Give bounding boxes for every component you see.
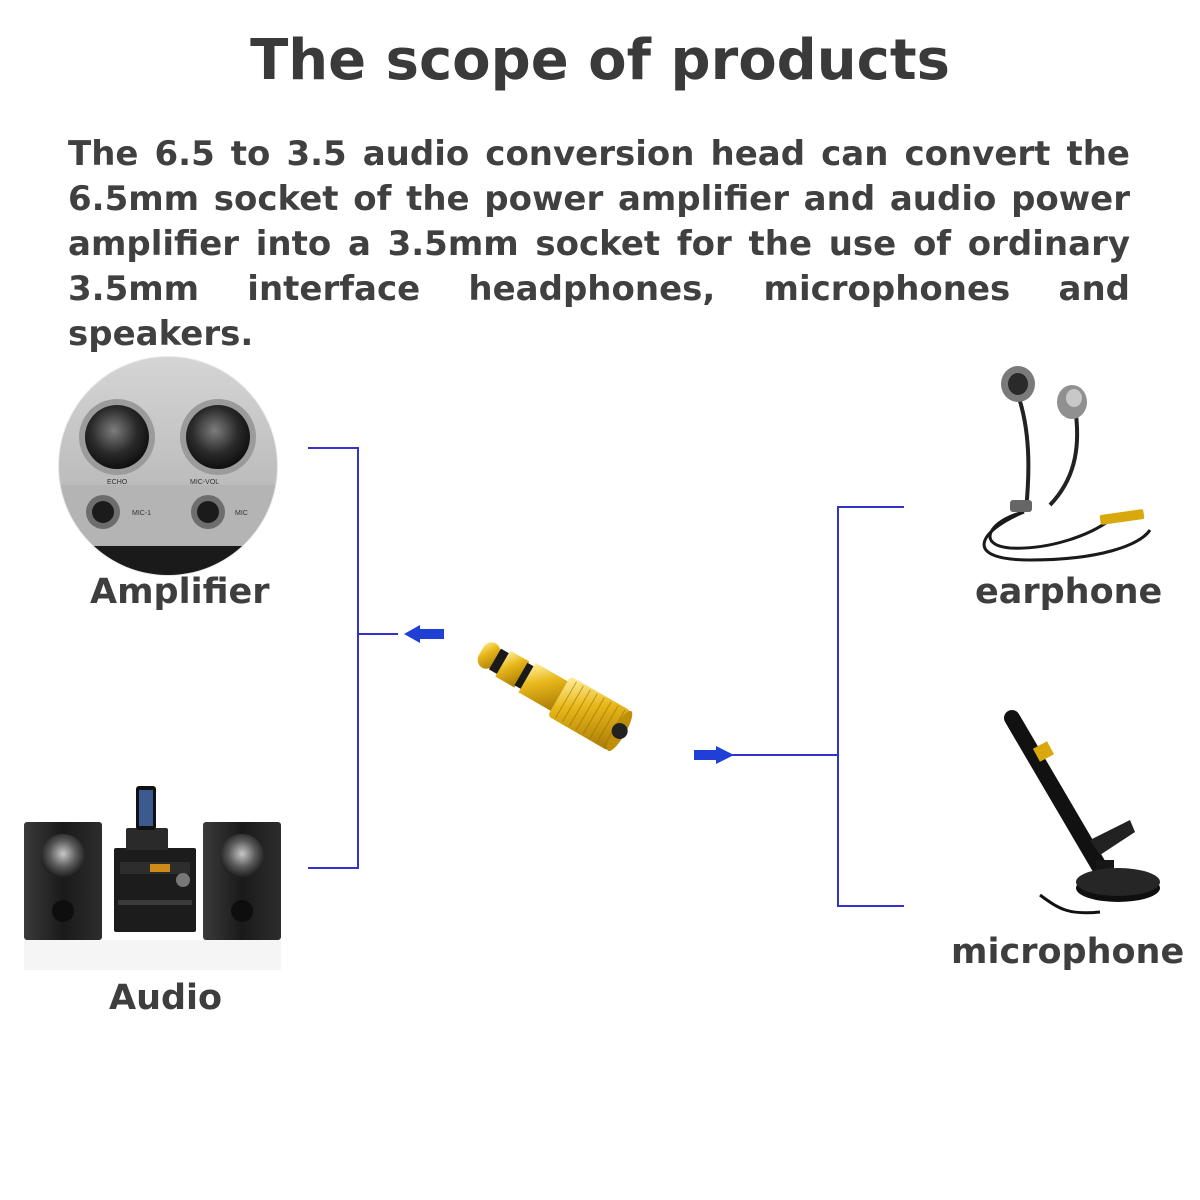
microphone-image [1004, 710, 1160, 915]
amplifier-image: ECHO MIC-VOL MIC-1 MIC [58, 356, 278, 576]
earphone-image [982, 366, 1152, 562]
right-bracket-line [732, 506, 904, 907]
left-bracket-line [308, 447, 398, 869]
amp-echo-label: ECHO [107, 479, 128, 486]
right-arrow [694, 746, 734, 764]
page-title: The scope of products [250, 28, 950, 93]
amp-mic-label: MIC [235, 510, 248, 517]
audio-system-image [24, 786, 281, 970]
earphone-label: earphone [975, 572, 1163, 612]
left-arrow [404, 625, 444, 643]
audio-label: Audio [109, 978, 223, 1018]
audio-adapter-image [477, 642, 633, 752]
amp-mic1-label: MIC-1 [132, 510, 151, 517]
amp-micvol-label: MIC-VOL [190, 479, 219, 486]
product-description: The 6.5 to 3.5 audio conversion head can… [68, 134, 1130, 354]
microphone-label: microphone [951, 932, 1185, 972]
amplifier-label: Amplifier [90, 572, 270, 612]
